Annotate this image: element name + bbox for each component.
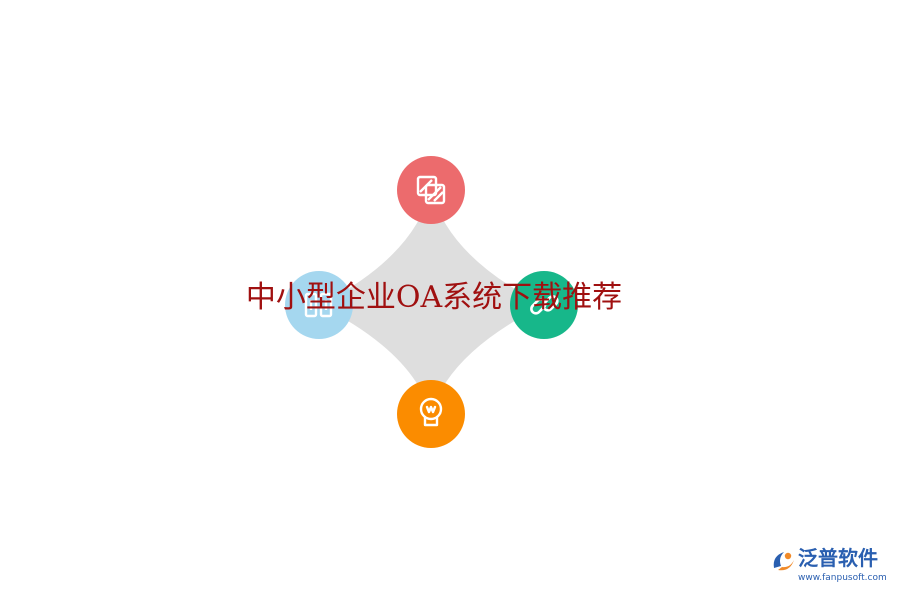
brand-name: 泛普软件	[798, 546, 878, 570]
brand-logo[interactable]: 泛普软件 www.fanpusoft.com	[768, 544, 890, 590]
fanpu-logo-icon	[773, 552, 794, 571]
brand-url: www.fanpusoft.com	[798, 573, 887, 583]
columns-icon	[304, 292, 333, 318]
link-icon	[530, 295, 559, 315]
right-node	[510, 271, 578, 339]
top-node	[397, 156, 465, 224]
diagram-title: 中小型企业OA系统下载推荐	[245, 280, 623, 315]
layers-icon	[416, 175, 446, 205]
bottom-node	[397, 380, 465, 448]
left-node	[285, 271, 353, 339]
lightbulb-icon	[419, 397, 443, 427]
star-connector	[319, 190, 544, 414]
